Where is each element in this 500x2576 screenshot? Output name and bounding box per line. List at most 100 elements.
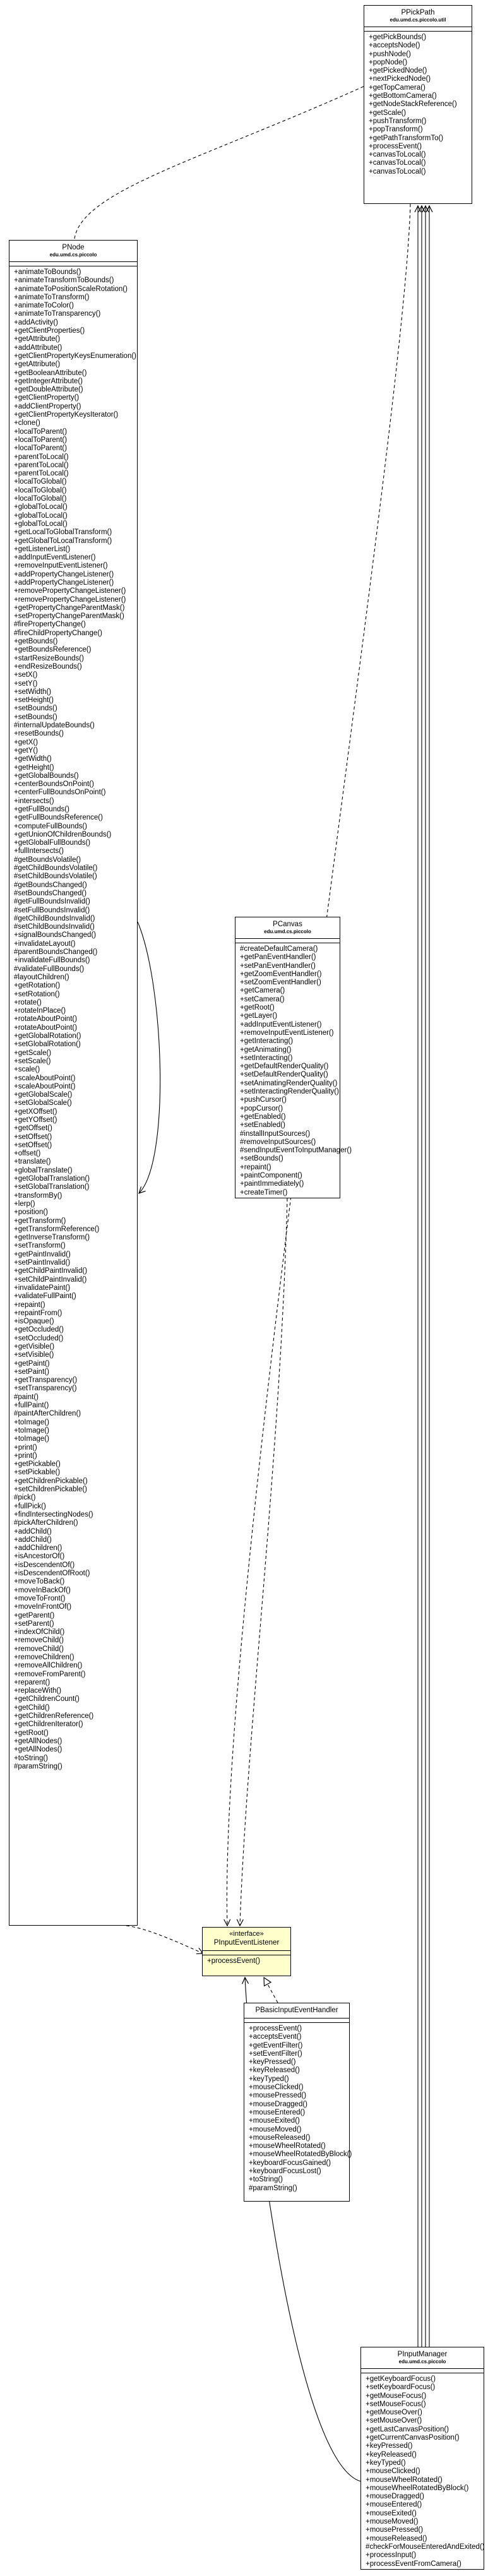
operation: +setGlobalTranslation(): [14, 1183, 90, 1191]
operation: #pickAfterChildren(): [14, 1519, 78, 1527]
operation: #removeInputSources(): [240, 1138, 316, 1146]
operation: +getGlobalTranslation(): [14, 1175, 90, 1183]
class-pbasicinputeventhandler[interactable]: PBasicInputEventHandler +processEvent()+…: [244, 2003, 352, 2202]
class-name: PNode: [62, 244, 85, 251]
operation: +getLocalToGlobalTransform(): [14, 528, 112, 537]
operation: +getChildrenCount(): [14, 1695, 80, 1703]
operation: +getGlobalScale(): [14, 1091, 73, 1099]
operation: +setMouseOver(): [366, 2417, 422, 2425]
operation: +setBounds(): [14, 713, 57, 721]
operation: +toImage(): [14, 1418, 49, 1426]
operation: +toImage(): [14, 1426, 49, 1434]
operation: +offset(): [14, 1150, 41, 1158]
operation: +mouseExited(): [366, 2509, 417, 2517]
operation: +getLayer(): [240, 1012, 278, 1020]
operation: +setChildPaintInvalid(): [14, 1275, 87, 1284]
operation: +removeChildren(): [14, 1653, 74, 1661]
operation: +getOccluded(): [14, 1326, 64, 1334]
operation: +getPanEventHandler(): [240, 953, 316, 962]
operation: #getChildBoundsVolatile(): [14, 864, 98, 873]
operation: +clone(): [14, 419, 40, 427]
operation: +mousePressed(): [366, 2526, 424, 2534]
class-package: edu.umd.cs.piccolo: [49, 252, 97, 258]
operation: #validateFullBounds(): [14, 965, 85, 973]
interface-pinputeventlistener[interactable]: «interface» PInputEventListener +process…: [202, 1927, 291, 1976]
operation: +mouseClicked(): [249, 2084, 304, 2092]
operation: +pushCursor(): [240, 1096, 287, 1104]
operation: +getPickable(): [14, 1460, 61, 1469]
class-package: edu.umd.cs.piccolo: [264, 929, 311, 934]
operation: +mouseDragged(): [366, 2493, 425, 2501]
operation: +animateToPositionScaleRotation(): [14, 285, 128, 293]
operation: +keyboardFocusGained(): [249, 2159, 331, 2167]
operation: +globalToLocal(): [14, 503, 68, 511]
operation: #setBoundsChanged(): [14, 889, 87, 897]
operation: +getDoubleAttribute(): [14, 386, 83, 394]
operation: +pushTransform(): [369, 117, 427, 125]
operation: +getIntegerAttribute(): [14, 377, 83, 385]
operation: +getBounds(): [14, 638, 58, 646]
operation: +getPickedNode(): [369, 67, 427, 75]
operation: +removeAllChildren(): [14, 1662, 83, 1670]
operation: +getCamera(): [240, 987, 285, 995]
operation: +reparent(): [14, 1678, 51, 1686]
operation: +addInputEventListener(): [240, 1020, 322, 1029]
operation: +setVisible(): [14, 1351, 54, 1359]
operation: +setX(): [14, 671, 38, 679]
operation: +mouseReleased(): [249, 2133, 311, 2142]
operation: #checkForMouseEnteredAndExited(): [366, 2543, 485, 2551]
operation: #firePropertyChange(): [14, 621, 86, 629]
operation: +getChildrenReference(): [14, 1712, 94, 1720]
operation: +canvasToLocal(): [369, 151, 426, 159]
operation: +lerp(): [14, 1200, 35, 1208]
operation: +getPathTransformTo(): [369, 134, 444, 142]
operation: +getY(): [14, 746, 39, 754]
operation: +setTransparency(): [14, 1385, 77, 1393]
operation: +processEventFromCamera(): [366, 2560, 461, 2568]
operation: #sendInputEventToInputManager(): [240, 1147, 352, 1155]
operation: +getClientProperty(): [14, 394, 80, 402]
operation: +acceptsEvent(): [249, 2033, 302, 2041]
operation: +resetBounds(): [14, 730, 64, 738]
operation: +transformBy(): [14, 1191, 62, 1200]
operation: +setScale(): [14, 1057, 51, 1065]
operation: +repaintFrom(): [14, 1309, 62, 1317]
operation: +setDefaultRenderQuality(): [240, 1071, 328, 1079]
class-pinputmanager[interactable]: PInputManager edu.umd.cs.piccolo +getKey…: [360, 2347, 485, 2570]
operation: +scaleAboutPoint(): [14, 1074, 76, 1082]
operation: #installInputSources(): [240, 1130, 311, 1138]
operation: +setBounds(): [240, 1155, 283, 1163]
operation: +getLastCanvasPosition(): [366, 2425, 449, 2433]
operation: +print(): [14, 1452, 37, 1460]
operation: +getNodeStackReference(): [369, 100, 457, 109]
class-pcanvas[interactable]: PCanvas edu.umd.cs.piccolo #createDefaul…: [235, 917, 352, 1198]
class-ppickpath[interactable]: PPickPath edu.umd.cs.piccolo.util +getPi…: [364, 5, 472, 204]
operation: +setPaint(): [14, 1368, 49, 1376]
operation: +toString(): [249, 2176, 283, 2184]
operation: +addPropertyChangeListener(): [14, 570, 114, 578]
operation: +getAttribute(): [14, 361, 61, 369]
operation: +mouseEntered(): [366, 2501, 422, 2509]
operation: +removeInputEventListener(): [14, 562, 108, 570]
operation: +paintImmediately(): [240, 1180, 304, 1188]
attributes-compartment: [361, 2369, 484, 2373]
class-pnode[interactable]: PNode edu.umd.cs.piccolo +animateToBound…: [9, 240, 138, 1926]
operation: +setY(): [14, 679, 38, 688]
operation: +translate(): [14, 1158, 51, 1166]
operation: +getTransformReference(): [14, 1225, 100, 1233]
class-header: «interface» PInputEventListener: [203, 1928, 290, 1951]
operation: +animateToColor(): [14, 302, 74, 310]
operation: +setMouseFocus(): [366, 2400, 426, 2408]
operation: +nextPickedNode(): [369, 75, 431, 83]
operation: +getRoot(): [14, 1729, 49, 1737]
operation: +print(): [14, 1443, 37, 1452]
operation: +removeChild(): [14, 1645, 64, 1653]
operation: +getTopCamera(): [369, 83, 426, 92]
operation: +getTransform(): [14, 1217, 66, 1225]
operation: +moveInFrontOf(): [14, 1603, 72, 1611]
operation: +getPaintInvalid(): [14, 1250, 71, 1258]
operations-compartment: #createDefaultCamera()+getPanEventHandle…: [235, 943, 352, 1197]
operation: +canvasToLocal(): [369, 159, 426, 167]
operation: +getDefaultRenderQuality(): [240, 1063, 329, 1071]
operation: +rotateInPlace(): [14, 1007, 66, 1015]
